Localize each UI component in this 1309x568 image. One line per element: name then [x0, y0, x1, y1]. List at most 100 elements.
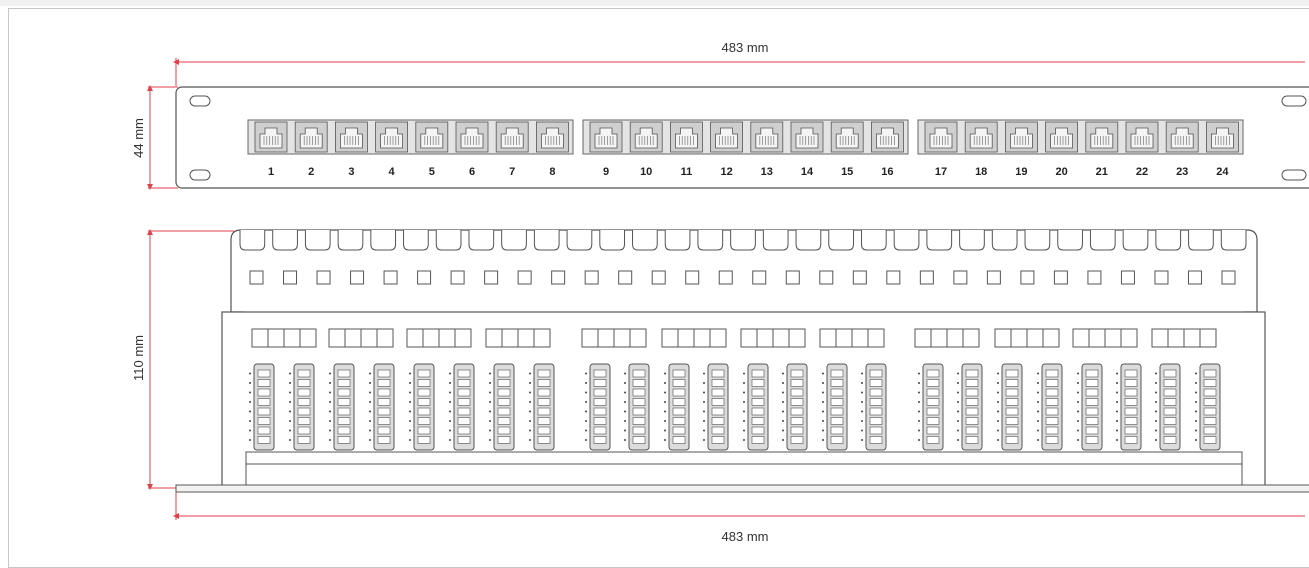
comb-tooth — [664, 230, 691, 251]
rj45-port — [1085, 121, 1119, 153]
tie-hole — [785, 270, 800, 285]
tie-hole — [350, 270, 365, 285]
bottom-width-dimension: 483 mm — [173, 492, 1305, 544]
mount-slot-top-right — [1281, 95, 1307, 107]
rj45-port — [375, 121, 409, 153]
comb-tooth — [1122, 230, 1149, 251]
comb-tooth — [730, 230, 756, 251]
cable-comb-teeth — [239, 230, 1247, 251]
rj45-port — [495, 121, 529, 153]
rj45-port — [455, 121, 489, 153]
comb-tooth — [435, 230, 462, 251]
idc-terminal-block — [822, 363, 848, 451]
tie-hole — [651, 270, 666, 285]
front-height-dimension: 44 mm — [131, 85, 178, 190]
tie-hole — [819, 270, 834, 285]
rj45-port — [629, 121, 663, 153]
comb-tooth — [991, 230, 1018, 251]
idc-terminal-block — [664, 363, 690, 451]
comb-tooth — [370, 230, 397, 251]
comb-tooth — [762, 230, 789, 251]
label-block — [1151, 328, 1217, 348]
rj45-port — [830, 121, 864, 153]
tie-hole — [1087, 270, 1102, 285]
port-number-label: 24 — [1216, 166, 1229, 178]
idc-terminal-block — [957, 363, 983, 451]
label-block — [819, 328, 885, 348]
comb-tooth — [403, 230, 429, 251]
front-height-label: 44 mm — [131, 118, 146, 158]
tie-hole — [450, 270, 465, 285]
rj45-port — [1206, 121, 1239, 153]
label-block — [485, 328, 551, 348]
comb-tooth — [304, 230, 331, 251]
base-plate — [175, 484, 1309, 493]
tie-hole — [618, 270, 633, 285]
tie-hole — [249, 270, 264, 285]
rj45-port — [1005, 121, 1038, 153]
port-number-label: 11 — [681, 166, 693, 178]
rj45-port — [589, 121, 623, 153]
comb-tooth — [959, 230, 985, 251]
idc-terminal-block — [369, 363, 395, 451]
comb-tooth — [893, 230, 920, 251]
comb-tooth — [926, 230, 953, 251]
tray-body — [245, 463, 1243, 489]
rear-view — [175, 229, 1309, 493]
port-number-label: 8 — [549, 166, 555, 178]
tie-hole — [986, 270, 1001, 285]
rj45-port — [1165, 121, 1199, 153]
idc-terminal-block — [1037, 363, 1063, 451]
comb-tooth — [697, 230, 724, 251]
port-number-label: 9 — [603, 166, 609, 178]
idc-terminal-block — [782, 363, 808, 451]
port-number-label: 4 — [389, 166, 396, 178]
rj45-port — [924, 121, 958, 153]
port-number-label: 21 — [1096, 166, 1108, 178]
port-number-label: 10 — [640, 166, 652, 178]
tray-top-edge — [245, 451, 1243, 465]
comb-tooth — [599, 230, 626, 251]
tie-hole — [852, 270, 867, 285]
comb-tooth — [337, 230, 364, 251]
comb-tooth — [239, 230, 266, 251]
top-width-label: 483 mm — [722, 40, 769, 55]
port-number-label: 5 — [429, 166, 435, 178]
rj45-port — [254, 121, 288, 153]
tie-hole — [1053, 270, 1068, 285]
depth-dimension: 110 mm — [131, 229, 234, 490]
rj45-port — [536, 121, 569, 153]
tie-hole — [953, 270, 968, 285]
comb-tooth — [272, 230, 298, 251]
tie-hole — [1154, 270, 1169, 285]
comb-tooth — [501, 230, 527, 251]
port-number-label: 22 — [1136, 166, 1148, 178]
tie-hole — [316, 270, 331, 285]
rj45-port — [1125, 121, 1159, 153]
top-strip — [0, 0, 1309, 6]
port-number-label: 1 — [268, 166, 274, 178]
comb-tooth — [1089, 230, 1116, 251]
port-number-label: 19 — [1015, 166, 1027, 178]
idc-terminal-block — [997, 363, 1023, 451]
mount-slot-top-left — [189, 95, 211, 107]
comb-tooth — [828, 230, 854, 251]
bottom-width-label: 483 mm — [722, 529, 769, 544]
rj45-port — [670, 121, 703, 153]
cable-tie-squares — [249, 270, 1236, 285]
comb-tooth — [1024, 230, 1051, 251]
rj45-port — [294, 121, 328, 153]
port-number-label: 12 — [720, 166, 732, 178]
comb-tooth — [1155, 230, 1182, 251]
tie-hole — [383, 270, 398, 285]
comb-tooth — [566, 230, 593, 251]
port-number-label: 3 — [348, 166, 354, 178]
tie-hole — [685, 270, 700, 285]
idc-terminal-block — [861, 363, 887, 451]
tie-hole — [283, 270, 298, 285]
port-number-label: 14 — [801, 166, 814, 178]
idc-terminal-blocks — [249, 363, 1221, 451]
idc-terminal-block — [743, 363, 769, 451]
